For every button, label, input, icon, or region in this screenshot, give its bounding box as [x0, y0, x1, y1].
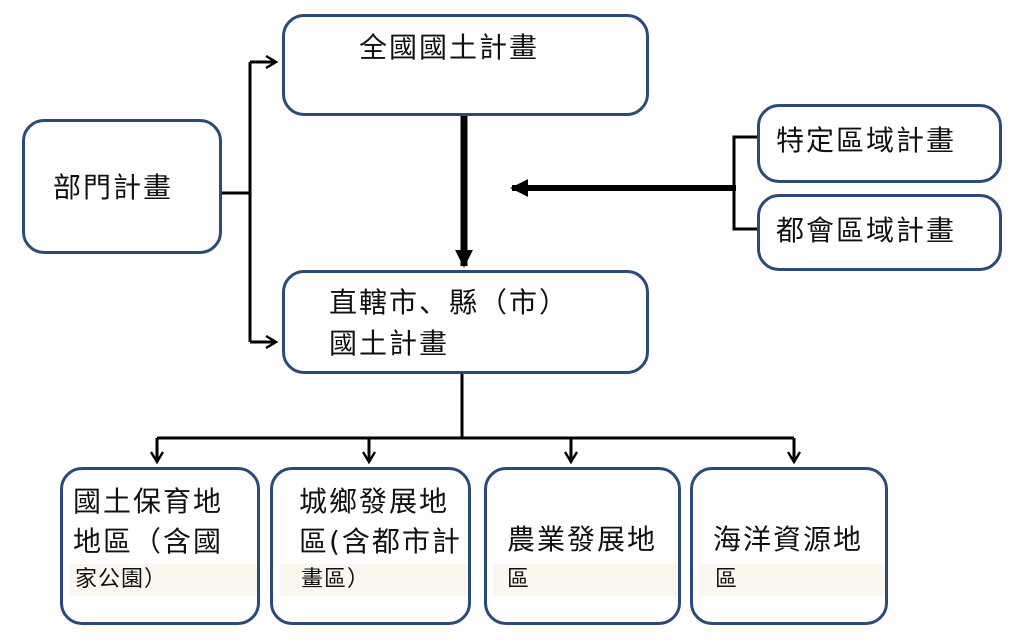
- urban-rural-area-box: 城鄉發展地 區(含都市計 畫區）: [270, 467, 471, 625]
- highlight-band: [699, 564, 885, 596]
- specific-region-plan-label: 特定區域計畫: [776, 124, 957, 157]
- municipal-plan-line1: 直轄市、縣（市）: [329, 286, 570, 319]
- municipal-plan-box: 直轄市、縣（市） 國土計畫: [282, 270, 649, 374]
- regional-plans-bracket: [732, 135, 757, 231]
- metro-region-plan-box: 都會區域計畫: [757, 194, 1002, 271]
- municipal-to-zones-connector: [157, 372, 794, 440]
- agricultural-area-line2: 區: [507, 567, 531, 592]
- sector-plan-label: 部門計畫: [53, 171, 174, 204]
- marine-resource-area-line2: 區: [715, 567, 739, 592]
- sector-plan-box: 部門計畫: [22, 119, 222, 254]
- highlight-band: [279, 564, 468, 596]
- specific-region-plan-box: 特定區域計畫: [757, 104, 1002, 183]
- metro-region-plan-label: 都會區域計畫: [776, 214, 957, 247]
- marine-resource-area-box: 海洋資源地 區: [690, 467, 888, 625]
- highlight-band: [69, 564, 257, 596]
- municipal-plan-line2: 國土計畫: [329, 327, 450, 360]
- conservation-area-line2: 地區（含國: [73, 525, 224, 558]
- sector-to-plans-connector: [222, 62, 252, 342]
- conservation-area-line3: 家公園）: [75, 567, 168, 592]
- marine-resource-area-line1: 海洋資源地: [713, 523, 864, 556]
- urban-rural-area-line2: 區(含都市計: [299, 525, 462, 558]
- urban-rural-area-line1: 城鄉發展地: [299, 485, 450, 518]
- urban-rural-area-line3: 畫區）: [301, 567, 371, 592]
- conservation-area-box: 國土保育地 地區（含國 家公園）: [60, 467, 260, 625]
- conservation-area-line1: 國土保育地: [73, 485, 224, 518]
- highlight-band: [493, 564, 678, 596]
- agricultural-area-box: 農業發展地 區: [484, 467, 681, 625]
- national-plan-box: 全國國土計畫: [282, 14, 649, 116]
- national-plan-label: 全國國土計畫: [359, 31, 540, 64]
- agricultural-area-line1: 農業發展地: [507, 523, 658, 556]
